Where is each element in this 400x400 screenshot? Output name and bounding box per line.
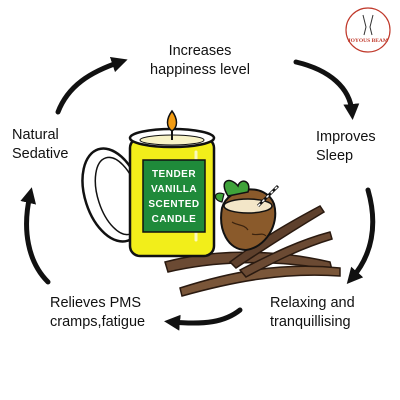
step-1-line-2: happiness level bbox=[150, 62, 250, 78]
candle-label-line-2: VANILLA bbox=[151, 184, 197, 195]
arrow-right bbox=[346, 187, 376, 285]
arrow-left bbox=[20, 187, 51, 285]
step-3-line-2: tranquillising bbox=[270, 314, 351, 330]
brand-logo: JOYOUS BEAM bbox=[345, 7, 391, 53]
step-5-line-2: Sedative bbox=[12, 146, 69, 162]
step-relaxing-tranquillising: Relaxing and tranquillising bbox=[270, 294, 395, 332]
logo-text: JOYOUS BEAM bbox=[348, 38, 389, 44]
candle-label-line-4: CANDLE bbox=[152, 214, 197, 225]
candle-label-line-1: TENDER bbox=[152, 169, 196, 180]
step-3-line-1: Relaxing and bbox=[270, 295, 355, 311]
step-5-line-1: Natural bbox=[12, 127, 59, 143]
step-1-line-1: Increases bbox=[168, 43, 232, 59]
step-relieves-pms: Relieves PMS cramps,fatigue bbox=[50, 294, 170, 332]
candle-jar-illustration: TENDER VANILLA SCENTED CANDLE bbox=[128, 109, 216, 258]
step-2-line-1: Improves bbox=[316, 129, 376, 145]
step-improves-sleep: Improves Sleep bbox=[316, 128, 396, 166]
step-increases-happiness: Increases happiness level bbox=[140, 42, 260, 80]
cycle-arrows bbox=[20, 56, 376, 331]
step-4-line-1: Relieves PMS bbox=[50, 295, 142, 311]
coconut-drink-illustration bbox=[214, 179, 280, 252]
step-4-line-2: cramps,fatigue bbox=[50, 314, 146, 330]
vanilla-pods-illustration bbox=[164, 205, 341, 297]
arrow-bottom bbox=[164, 307, 243, 331]
candle-label-line-3: SCENTED bbox=[148, 199, 199, 210]
arrow-top-left bbox=[55, 56, 128, 115]
step-2-line-2: Sleep bbox=[316, 148, 354, 164]
step-natural-sedative: Natural Sedative bbox=[12, 126, 92, 164]
arrow-top-right bbox=[293, 59, 360, 120]
